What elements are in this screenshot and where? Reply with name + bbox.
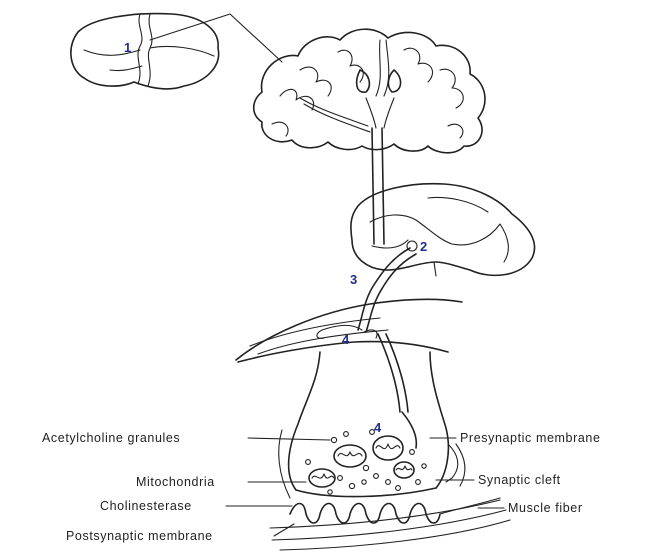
marker-3: 3	[350, 272, 357, 287]
spinal-cord-section-drawing	[351, 184, 535, 276]
motor-neuron-axon-outer	[358, 248, 410, 330]
label-muscle-fiber: Muscle fiber	[508, 501, 583, 515]
leader-acetylcholine	[248, 438, 330, 440]
marker-4-muscle: 4	[342, 332, 350, 347]
corticospinal-tract-right	[382, 128, 384, 244]
label-acetylcholine-granules: Acetylcholine granules	[42, 431, 180, 445]
nerve-to-terminal-right	[386, 334, 408, 412]
marker-2: 2	[420, 239, 427, 254]
label-presynaptic-membrane: Presynaptic membrane	[460, 431, 601, 445]
label-synaptic-cleft: Synaptic cleft	[478, 473, 561, 487]
synaptic-terminal-drawing	[279, 352, 465, 498]
label-mitochondria: Mitochondria	[136, 475, 215, 489]
muscle-fiber-drawing	[236, 299, 462, 362]
leader-postsynaptic	[274, 524, 294, 536]
postsynaptic-folds-drawing	[270, 498, 510, 550]
label-postsynaptic-membrane: Postsynaptic membrane	[66, 529, 213, 543]
brain-cross-section-drawing	[254, 29, 485, 153]
marker-4-terminal: 4	[374, 420, 382, 435]
motor-neuron-axon-inner	[366, 254, 416, 332]
label-cholinesterase: Cholinesterase	[100, 499, 192, 513]
corticospinal-tract-left	[372, 128, 374, 244]
nerve-to-terminal-left	[378, 334, 400, 412]
marker-1: 1	[124, 40, 131, 55]
brain-pointer-line	[150, 14, 282, 62]
